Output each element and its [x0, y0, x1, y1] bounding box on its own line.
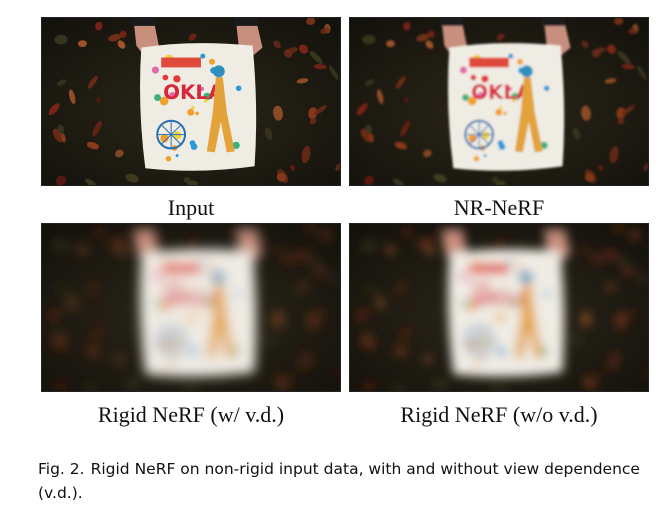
printed-cloth: OKLA — [439, 224, 571, 377]
photo-scene: OKLA — [350, 224, 648, 391]
figure-caption: Fig. 2.Rigid NeRF on non-rigid input dat… — [38, 457, 662, 505]
printed-cloth: OKLA — [439, 18, 571, 171]
panel-label-input: Input — [167, 195, 215, 220]
panel-rigid-vd-image: OKLA — [41, 223, 341, 392]
cloth-print-text: OKLA — [163, 81, 224, 104]
photo-scene: OKLA — [42, 18, 340, 185]
photo-scene: OKLA — [350, 18, 648, 185]
panel-label-nr-nerf: NR-NeRF — [453, 195, 545, 220]
panel-input-image: OKLA — [41, 17, 341, 186]
cloth-print-text: OKLA — [471, 287, 532, 310]
fallen-leaves — [356, 18, 648, 185]
printed-cloth: OKLA — [131, 224, 263, 377]
panel-rigid-novd-image: OKLA — [349, 223, 649, 392]
fallen-leaves — [48, 224, 340, 391]
cloth-print-text: OKLA — [471, 81, 532, 104]
cloth-print-text: OKLA — [163, 287, 224, 310]
photo-scene: OKLA — [42, 224, 340, 391]
panel-label-rigid-novd: Rigid NeRF (w/o v.d.) — [400, 402, 598, 427]
panel-label-rigid-vd: Rigid NeRF (w/ v.d.) — [97, 402, 285, 427]
figure-caption-label: Fig. 2. — [38, 460, 85, 478]
figure-caption-text: Rigid NeRF on non-rigid input data, with… — [38, 460, 640, 502]
fallen-leaves — [48, 18, 340, 185]
printed-cloth: OKLA — [131, 18, 263, 171]
panel-nr-nerf-image: OKLA — [349, 17, 649, 186]
